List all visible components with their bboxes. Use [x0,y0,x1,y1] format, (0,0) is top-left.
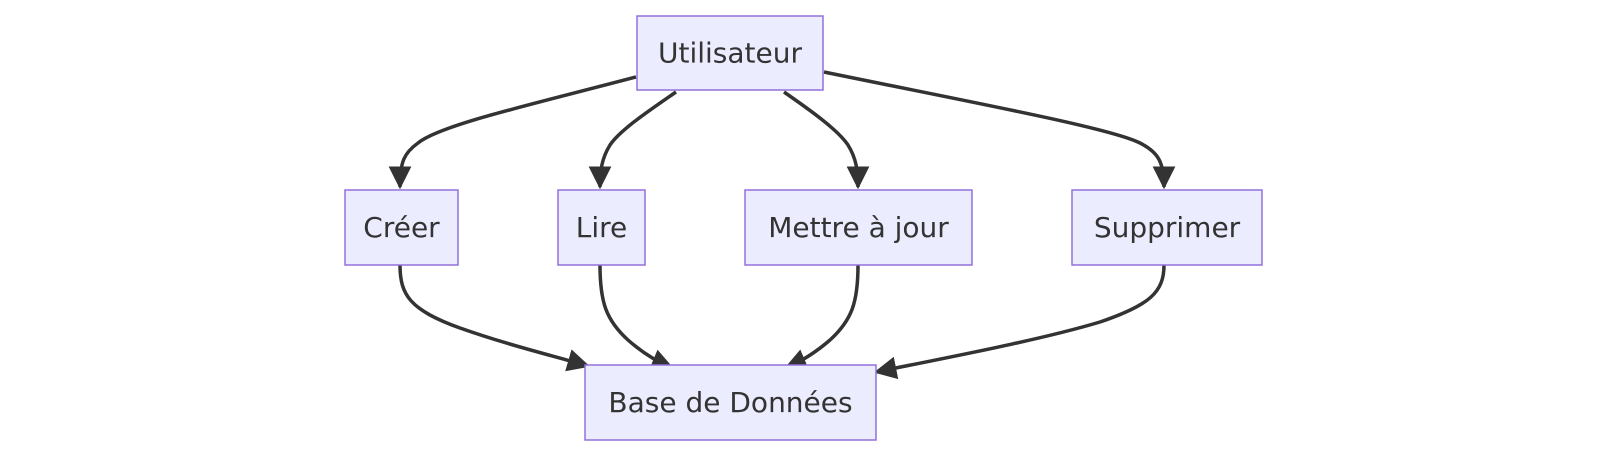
edge-delete-to-database [873,264,1166,380]
edge-create-to-database [398,264,591,372]
edge-update-to-database [783,264,860,371]
edge-user-to-delete [823,70,1176,190]
node-base-de-donnees: Base de Données [584,364,877,441]
edge-user-to-read [588,90,677,190]
node-lire-label: Lire [576,211,628,244]
edge-user-to-create [388,75,637,190]
node-utilisateur: Utilisateur [636,15,824,91]
edge-read-to-database [598,264,675,371]
node-mettre-a-jour-label: Mettre à jour [768,211,949,244]
node-creer-label: Créer [363,211,440,244]
edge-user-to-update [783,90,870,190]
node-mettre-a-jour: Mettre à jour [744,189,973,266]
node-creer: Créer [344,189,459,266]
node-lire: Lire [557,189,646,266]
node-utilisateur-label: Utilisateur [658,37,803,70]
node-supprimer: Supprimer [1071,189,1263,266]
node-base-de-donnees-label: Base de Données [608,386,852,419]
node-supprimer-label: Supprimer [1094,211,1241,244]
